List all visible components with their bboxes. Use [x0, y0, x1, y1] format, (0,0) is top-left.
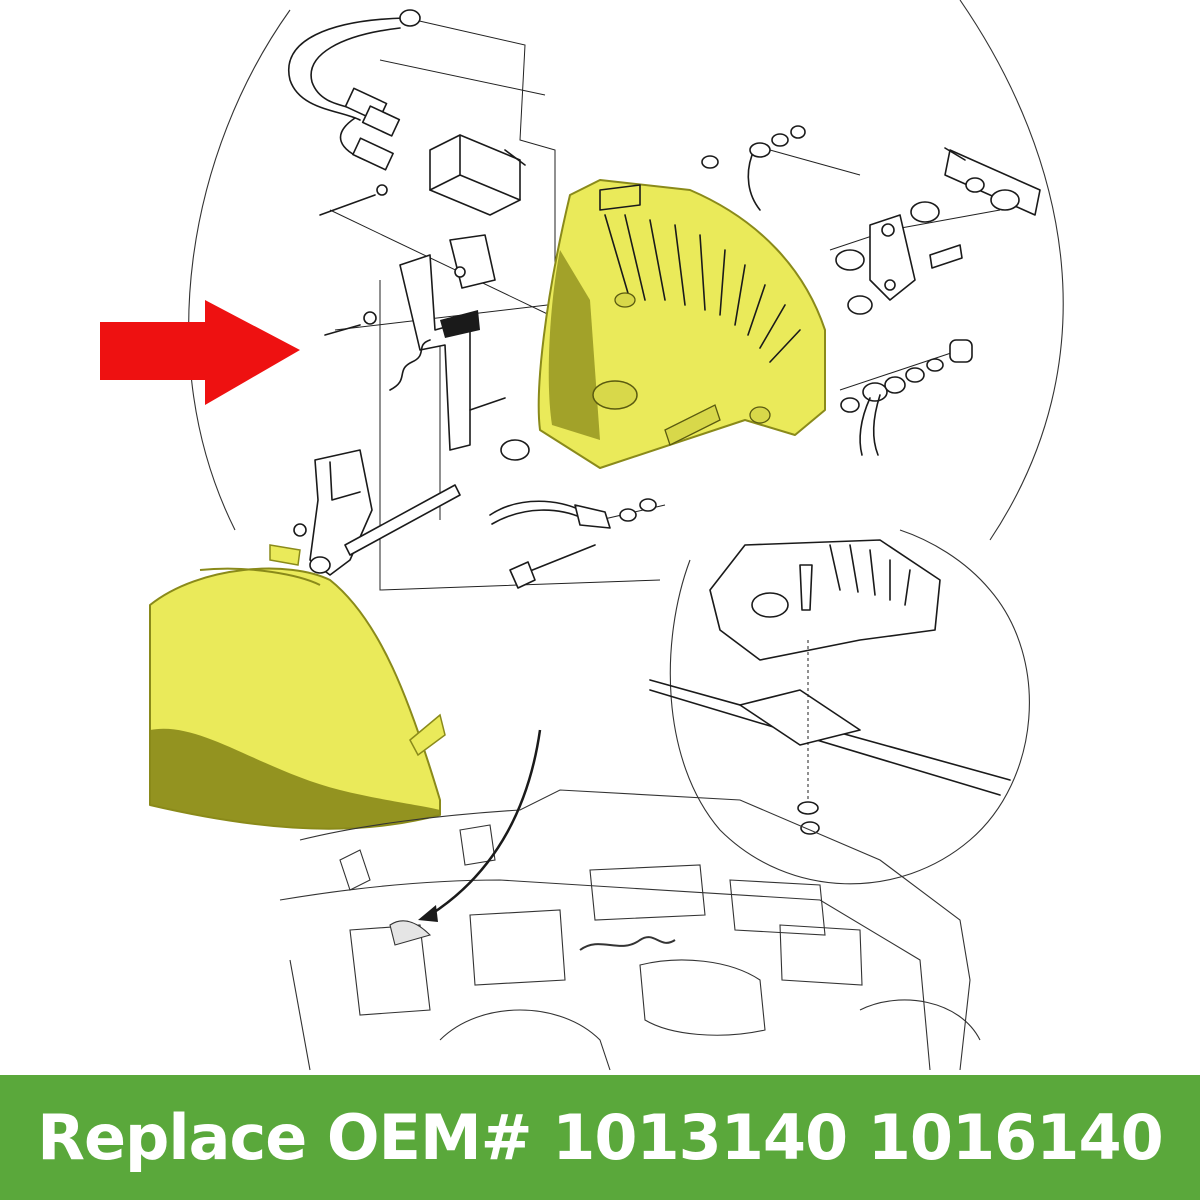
right-arrow-icon — [100, 300, 300, 405]
location-leader-arrowhead — [418, 905, 438, 922]
bracket-assembly — [324, 234, 506, 451]
wire-and-bolt-bottom — [489, 498, 657, 589]
part-number-banner: Replace OEM# 1013140 1016140 — [0, 1075, 1200, 1200]
installation-detail-circle — [649, 529, 1030, 885]
right-hardware — [701, 125, 1041, 456]
cart-chassis-drawing — [279, 789, 981, 1071]
exploded-parts-diagram — [100, 0, 1064, 1071]
location-leader-line — [429, 729, 542, 917]
highlighted-housing-rear — [537, 179, 826, 469]
detail-circle-outline — [188, 0, 1064, 541]
actuator-arm — [293, 439, 530, 576]
wire-harness-top — [287, 9, 421, 171]
micro-switch — [319, 134, 526, 216]
banner-text: Replace OEM# 1013140 1016140 — [37, 1101, 1163, 1174]
highlighted-front-cover — [149, 544, 446, 830]
